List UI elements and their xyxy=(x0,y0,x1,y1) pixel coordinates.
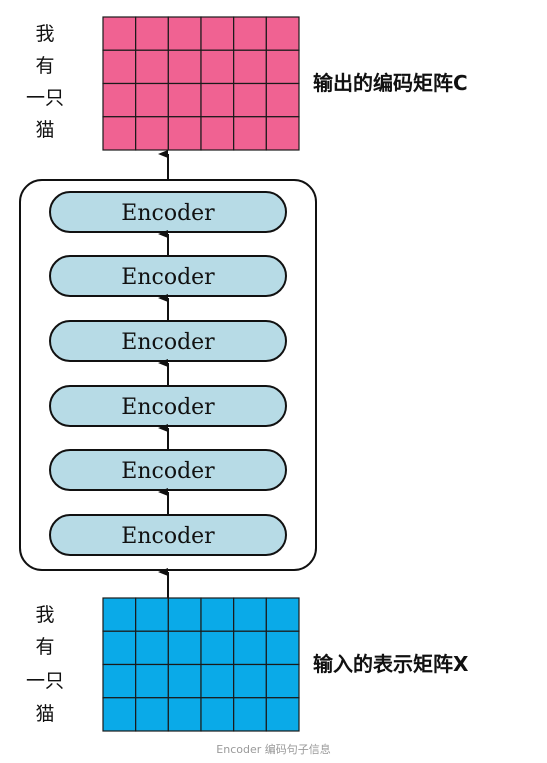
input-matrix-cell xyxy=(135,630,169,666)
encoder-label: Encoder xyxy=(121,201,215,226)
encoder-label: Encoder xyxy=(121,330,215,355)
input-matrix-cell xyxy=(135,663,169,699)
input-matrix-cell xyxy=(233,663,267,699)
encoder-label: Encoder xyxy=(121,395,215,420)
encoder-block: Encoder xyxy=(49,385,287,427)
output-matrix-cell xyxy=(233,49,267,85)
bottom-word: 一只 xyxy=(26,670,64,692)
input-matrix-cell xyxy=(233,630,267,666)
input-matrix-cell xyxy=(135,697,169,732)
output-matrix-cell xyxy=(102,49,137,85)
output-matrix-cell xyxy=(135,49,169,85)
output-matrix-cell xyxy=(265,49,300,85)
top-word: 我 xyxy=(35,23,54,45)
output-matrix-cell xyxy=(233,82,267,118)
input-matrix-cell xyxy=(265,697,300,732)
input-matrix-cell xyxy=(233,697,267,732)
bottom-words: 我 有 一只 猫 xyxy=(26,604,64,725)
encoder-label: Encoder xyxy=(121,265,215,290)
output-matrix-cell xyxy=(167,82,202,118)
top-word: 猫 xyxy=(35,119,54,141)
input-matrix-cell xyxy=(200,663,235,699)
output-matrix-cell xyxy=(102,16,137,51)
output-matrix-cell xyxy=(233,16,267,51)
input-matrix-cell xyxy=(200,597,235,632)
input-matrix-cell xyxy=(167,597,202,632)
input-matrix-label: 输入的表示矩阵X xyxy=(313,652,469,676)
encoder-block: Encoder xyxy=(49,514,287,556)
output-matrix-cell xyxy=(102,82,137,118)
output-matrix-cell xyxy=(135,116,169,151)
output-matrix-cell xyxy=(200,116,235,151)
encoder-label: Encoder xyxy=(121,524,215,549)
input-matrix-cell xyxy=(167,697,202,732)
encoder-block: Encoder xyxy=(49,320,287,362)
encoder-stack: EncoderEncoderEncoderEncoderEncoderEncod… xyxy=(49,191,287,556)
encoder-block: Encoder xyxy=(49,191,287,233)
output-matrix-cell xyxy=(265,16,300,51)
top-word: 一只 xyxy=(26,87,64,109)
bottom-word: 猫 xyxy=(35,703,54,725)
input-matrix-cell xyxy=(102,663,137,699)
input-matrix-cell xyxy=(233,597,267,632)
bottom-word: 有 xyxy=(35,636,54,658)
encoder-label: Encoder xyxy=(121,459,215,484)
input-matrix-cell xyxy=(167,663,202,699)
encoder-block: Encoder xyxy=(49,255,287,297)
top-word: 有 xyxy=(35,55,54,77)
output-matrix-cell xyxy=(167,116,202,151)
input-matrix xyxy=(102,597,300,732)
output-matrix-cell xyxy=(167,49,202,85)
top-words: 我 有 一只 猫 xyxy=(26,23,64,141)
bottom-word: 我 xyxy=(35,604,54,626)
encoder-block-shape xyxy=(49,191,287,233)
input-matrix-cell xyxy=(265,663,300,699)
input-matrix-cell xyxy=(135,597,169,632)
output-matrix-cell xyxy=(200,16,235,51)
output-matrix xyxy=(102,16,300,151)
input-matrix-cell xyxy=(200,630,235,666)
output-matrix-cell xyxy=(135,82,169,118)
input-matrix-cell xyxy=(102,630,137,666)
input-matrix-cell xyxy=(102,697,137,732)
output-matrix-cell xyxy=(200,82,235,118)
output-matrix-cell xyxy=(167,16,202,51)
input-matrix-cell xyxy=(200,697,235,732)
output-matrix-cell xyxy=(200,49,235,85)
output-matrix-label: 输出的编码矩阵C xyxy=(313,71,468,95)
output-matrix-cell xyxy=(265,82,300,118)
input-matrix-cell xyxy=(265,630,300,666)
output-matrix-cell xyxy=(135,16,169,51)
figure-caption: Encoder 编码句子信息 xyxy=(216,743,331,756)
output-matrix-cell xyxy=(265,116,300,151)
input-matrix-cell xyxy=(265,597,300,632)
input-matrix-cell xyxy=(102,597,137,632)
encoder-block: Encoder xyxy=(49,449,287,491)
output-matrix-cell xyxy=(233,116,267,151)
output-matrix-cell xyxy=(102,116,137,151)
input-matrix-cell xyxy=(167,630,202,666)
